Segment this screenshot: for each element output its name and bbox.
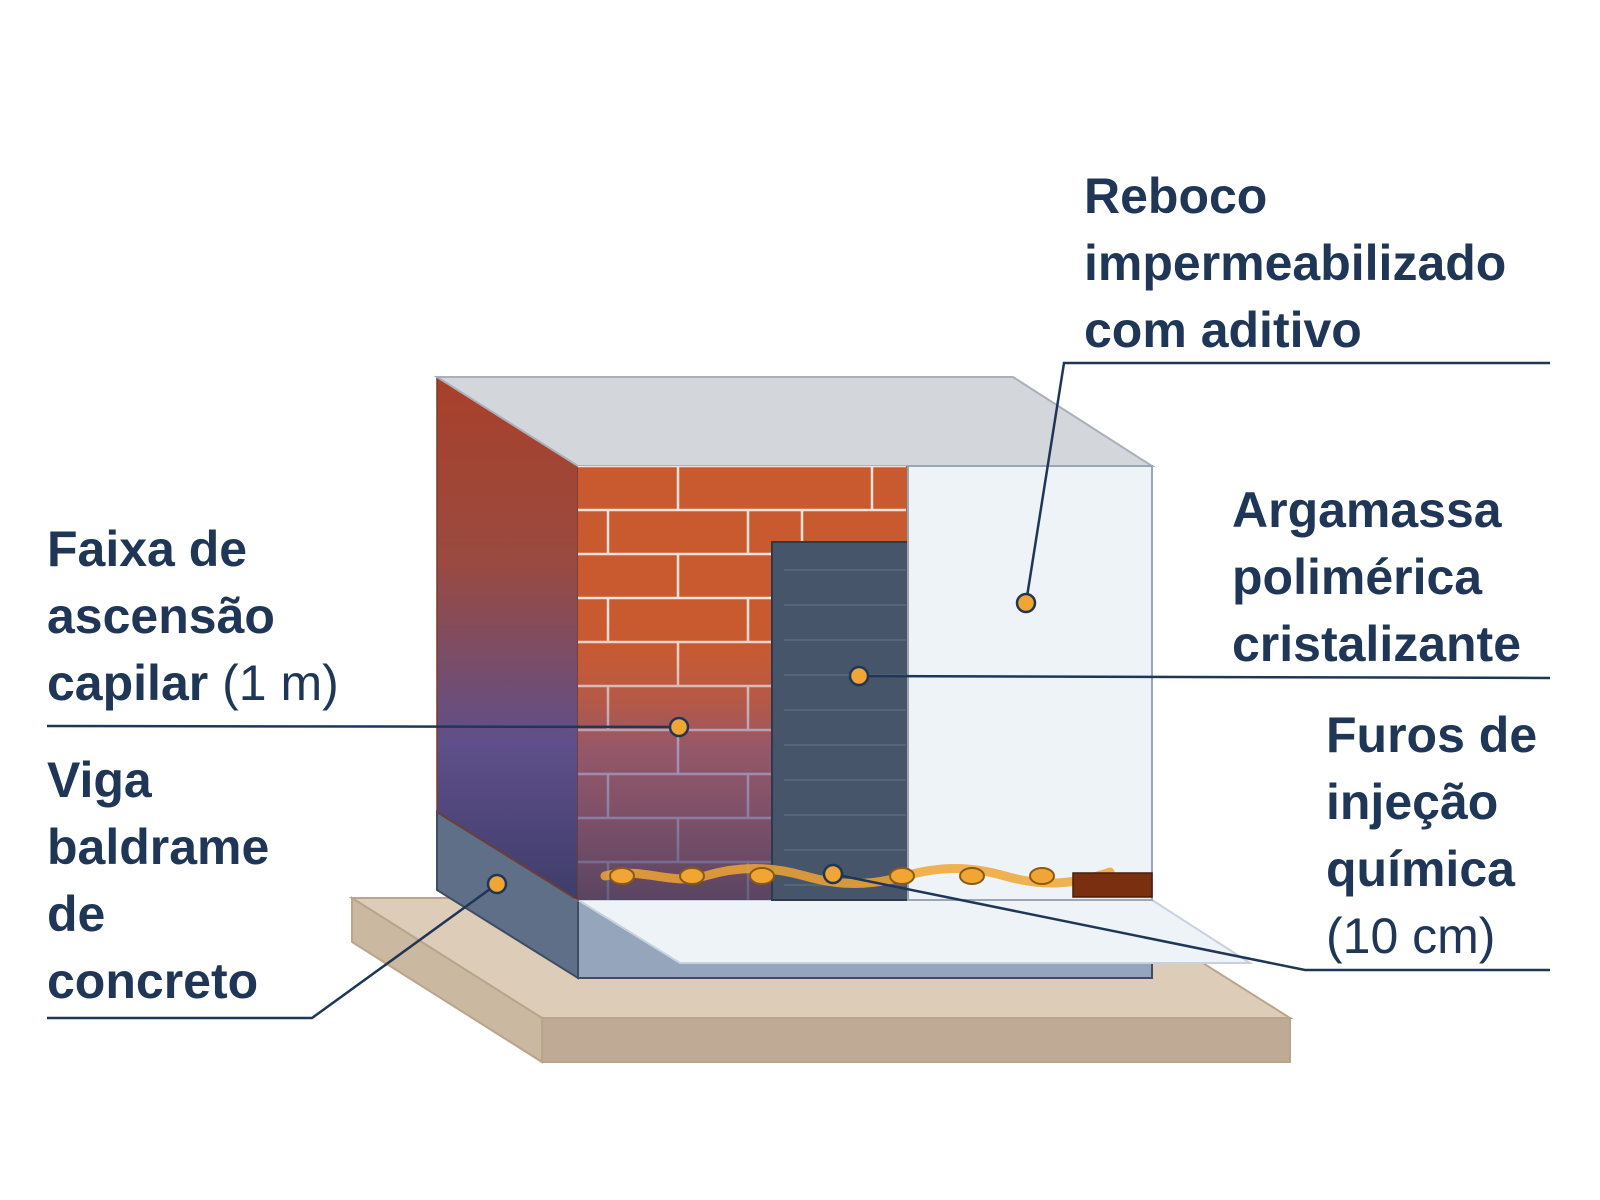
label-furos-size: (10 cm) xyxy=(1326,908,1495,964)
chemical-injection-line xyxy=(600,864,1153,898)
label-faixa-line3: capilar (1 m) xyxy=(47,655,339,711)
label-viga: Viga baldrame de concreto xyxy=(47,752,283,1009)
injection-hole-icon xyxy=(959,867,985,885)
label-faixa: Faixa de ascensão xyxy=(47,521,275,644)
injection-hole-icon xyxy=(609,867,635,885)
callout-dot-icon xyxy=(848,665,870,687)
injection-hole-icon xyxy=(1029,867,1055,885)
callout-markers xyxy=(486,592,1037,895)
waterproof-plaster-panel xyxy=(907,465,1153,901)
polymeric-mortar-panel xyxy=(771,541,909,901)
injection-hole-icon xyxy=(749,867,775,885)
leader-lines xyxy=(46,361,1551,1020)
callout-dot-icon xyxy=(486,873,508,895)
callout-dot-icon xyxy=(1015,592,1037,614)
callout-dot-icon xyxy=(668,716,690,738)
injection-hole-icon xyxy=(679,867,705,885)
callout-dot-icon xyxy=(822,863,844,885)
injection-hole-icon xyxy=(889,867,915,885)
label-reboco: Reboco impermeabilizado com aditivo xyxy=(1084,168,1520,358)
label-furos: Furos de injeção química xyxy=(1326,707,1551,897)
label-argamassa: Argamassa polimérica cristalizante xyxy=(1232,482,1521,672)
wall-side-face xyxy=(436,375,579,902)
